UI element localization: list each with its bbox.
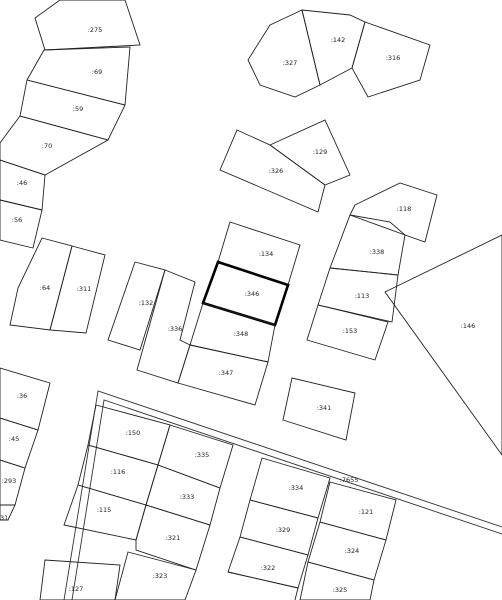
parcel-label: :311 — [77, 285, 92, 293]
parcel-label: :322 — [261, 564, 276, 572]
parcel-label: :329 — [276, 526, 291, 534]
parcel-label: :59 — [73, 105, 83, 113]
parcel-label: :326 — [269, 167, 284, 175]
parcel-label: :325 — [333, 586, 348, 594]
parcel-label: :341 — [317, 404, 332, 412]
parcel-348[interactable] — [189, 302, 276, 363]
parcel-label: :324 — [345, 547, 360, 555]
parcel-326[interactable] — [219, 129, 326, 213]
parcel-label: :316 — [386, 54, 401, 62]
parcel-label: :150 — [126, 429, 141, 437]
parcel-label: :347 — [219, 369, 234, 377]
parcel-label: :293 — [2, 477, 17, 485]
parcel-338[interactable] — [329, 214, 406, 276]
parcel-label: :115 — [97, 506, 112, 514]
parcel-label: :335 — [195, 451, 210, 459]
road-label: :7655 — [340, 476, 359, 484]
parcel-64[interactable] — [9, 237, 73, 331]
parcel-45[interactable] — [0, 417, 39, 469]
parcel-label: :45 — [9, 435, 19, 443]
parcel-label: :121 — [359, 508, 374, 516]
parcel-label: :336 — [168, 325, 183, 333]
parcel-31[interactable] — [0, 504, 16, 521]
parcel-label: :129 — [313, 148, 328, 156]
parcel-56[interactable] — [0, 199, 43, 249]
parcel-275[interactable] — [34, 0, 141, 51]
parcel-label: :348 — [234, 330, 249, 338]
parcel-129[interactable] — [269, 119, 351, 186]
parcel-label: :116 — [111, 468, 126, 476]
parcel-146[interactable] — [384, 234, 502, 456]
parcel-336[interactable] — [136, 269, 196, 384]
parcel-127[interactable] — [39, 559, 121, 600]
parcel-label: :69 — [92, 68, 102, 76]
parcel-341[interactable] — [282, 377, 356, 441]
parcel-325[interactable] — [299, 561, 375, 600]
parcel-label: :127 — [69, 585, 84, 593]
parcel-label: :56 — [12, 216, 22, 224]
parcel-label: :146 — [461, 322, 476, 330]
parcel-label: :321 — [166, 534, 181, 542]
parcel-322[interactable] — [227, 536, 309, 589]
parcel-label: :132 — [139, 299, 154, 307]
parcel-label: :64 — [40, 284, 50, 292]
parcel-label: :333 — [180, 493, 195, 501]
parcel-label: :31 — [0, 514, 8, 522]
parcel-153[interactable] — [306, 304, 389, 361]
parcel-118[interactable] — [349, 182, 438, 243]
parcel-label: :36 — [17, 392, 27, 400]
parcel-70[interactable] — [0, 115, 110, 176]
parcel-label: :70 — [42, 142, 52, 150]
parcel-316[interactable] — [351, 21, 431, 98]
parcel-69[interactable] — [26, 46, 131, 106]
parcel-label: :134 — [259, 250, 274, 258]
parcel-label: :338 — [370, 248, 385, 256]
parcel-label: :113 — [355, 292, 370, 300]
parcel-label: :153 — [343, 327, 358, 335]
parcel-label: :327 — [283, 59, 298, 67]
parcel-label: :46 — [17, 179, 27, 187]
road-lines — [63, 390, 502, 600]
parcel-label: :118 — [397, 205, 412, 213]
parcel-label: :142 — [331, 36, 346, 44]
parcel-323[interactable] — [114, 551, 197, 600]
parcel-label: :275 — [88, 26, 103, 34]
parcel-label: :323 — [153, 572, 168, 580]
parcel-132[interactable] — [107, 261, 166, 351]
parcel-label: :346 — [245, 290, 260, 298]
parcel-311[interactable] — [49, 245, 106, 334]
parcel-321[interactable] — [135, 504, 211, 571]
parcel-label: :334 — [289, 484, 304, 492]
parcel-327[interactable] — [247, 9, 321, 98]
parcel-113[interactable] — [317, 267, 399, 323]
parcel-bottom-center[interactable] — [227, 571, 299, 600]
